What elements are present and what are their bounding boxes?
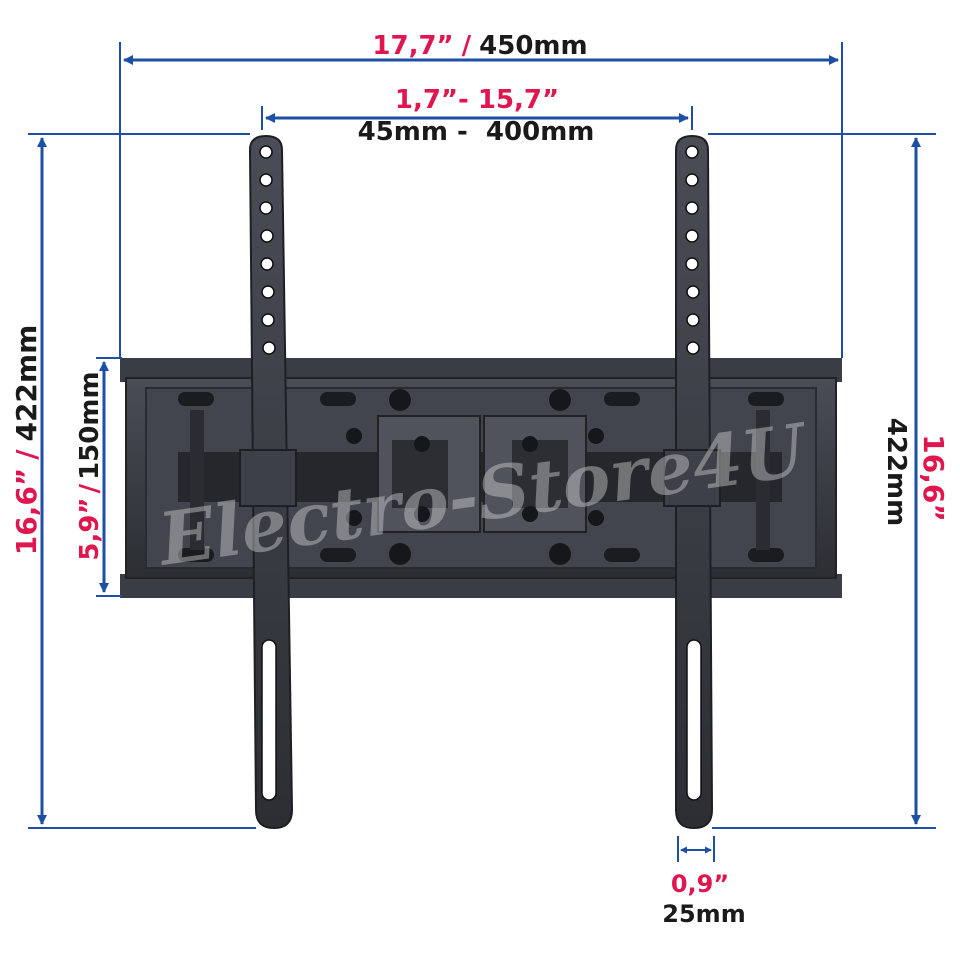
wall-plate-height-label: 5,9”/150mm	[75, 371, 105, 560]
dimension-lines	[28, 42, 936, 862]
left-vertical-arm	[239, 134, 297, 830]
vesa-horizontal-imperial-label: 1,7”- 15,7”	[395, 85, 559, 115]
overall-height-left-label: 16,6”/422mm	[10, 325, 43, 556]
arm-width-metric-label: 25mm	[662, 900, 745, 928]
overall-height-right-metric-label: 422mm	[881, 418, 911, 526]
right-vertical-arm	[663, 134, 721, 830]
overall-height-right-imperial-label: 16,6”	[917, 434, 950, 522]
arm-width-imperial-label: 0,9”	[671, 870, 729, 898]
overall-width-label: 17,7”/450mm	[372, 31, 587, 61]
vesa-horizontal-metric-label: 45mm - 400mm	[358, 117, 595, 147]
